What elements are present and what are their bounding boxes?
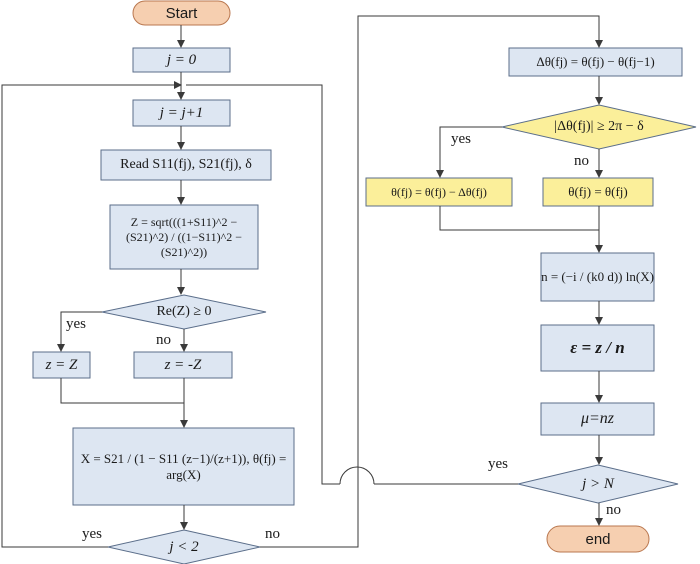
n-formula-box <box>540 252 655 302</box>
jgtN-decision <box>517 464 679 504</box>
end-terminal <box>546 525 650 553</box>
mu-box <box>540 402 655 436</box>
rez-decision <box>101 294 267 330</box>
jinc-box <box>132 99 231 127</box>
jlt2-decision <box>107 529 261 564</box>
jlt2-yes-label: yes <box>82 526 102 542</box>
dtheta-decision <box>501 104 697 150</box>
j0-box <box>132 47 231 73</box>
x-formula-box <box>72 427 295 506</box>
start-terminal <box>132 0 231 26</box>
dtheta-yes-label: yes <box>451 131 471 147</box>
right-connectors <box>186 76 603 526</box>
jgtN-no-label: no <box>606 502 621 518</box>
dtheta-box <box>508 47 683 77</box>
read-box <box>100 149 272 181</box>
eps-box <box>540 324 655 372</box>
z-formula-box <box>109 204 259 270</box>
rez-yes-label: yes <box>66 316 86 332</box>
left-connectors <box>1 15 603 548</box>
jgtN-yes-label: yes <box>488 456 508 472</box>
dtheta-no-label: no <box>574 153 589 169</box>
rez-no-label: no <box>156 332 171 348</box>
jlt2-no-label: no <box>265 526 280 542</box>
zpos-box <box>32 351 91 379</box>
zneg-box <box>133 351 233 379</box>
theta-adjust-box <box>365 177 513 207</box>
theta-keep-box <box>542 177 654 207</box>
